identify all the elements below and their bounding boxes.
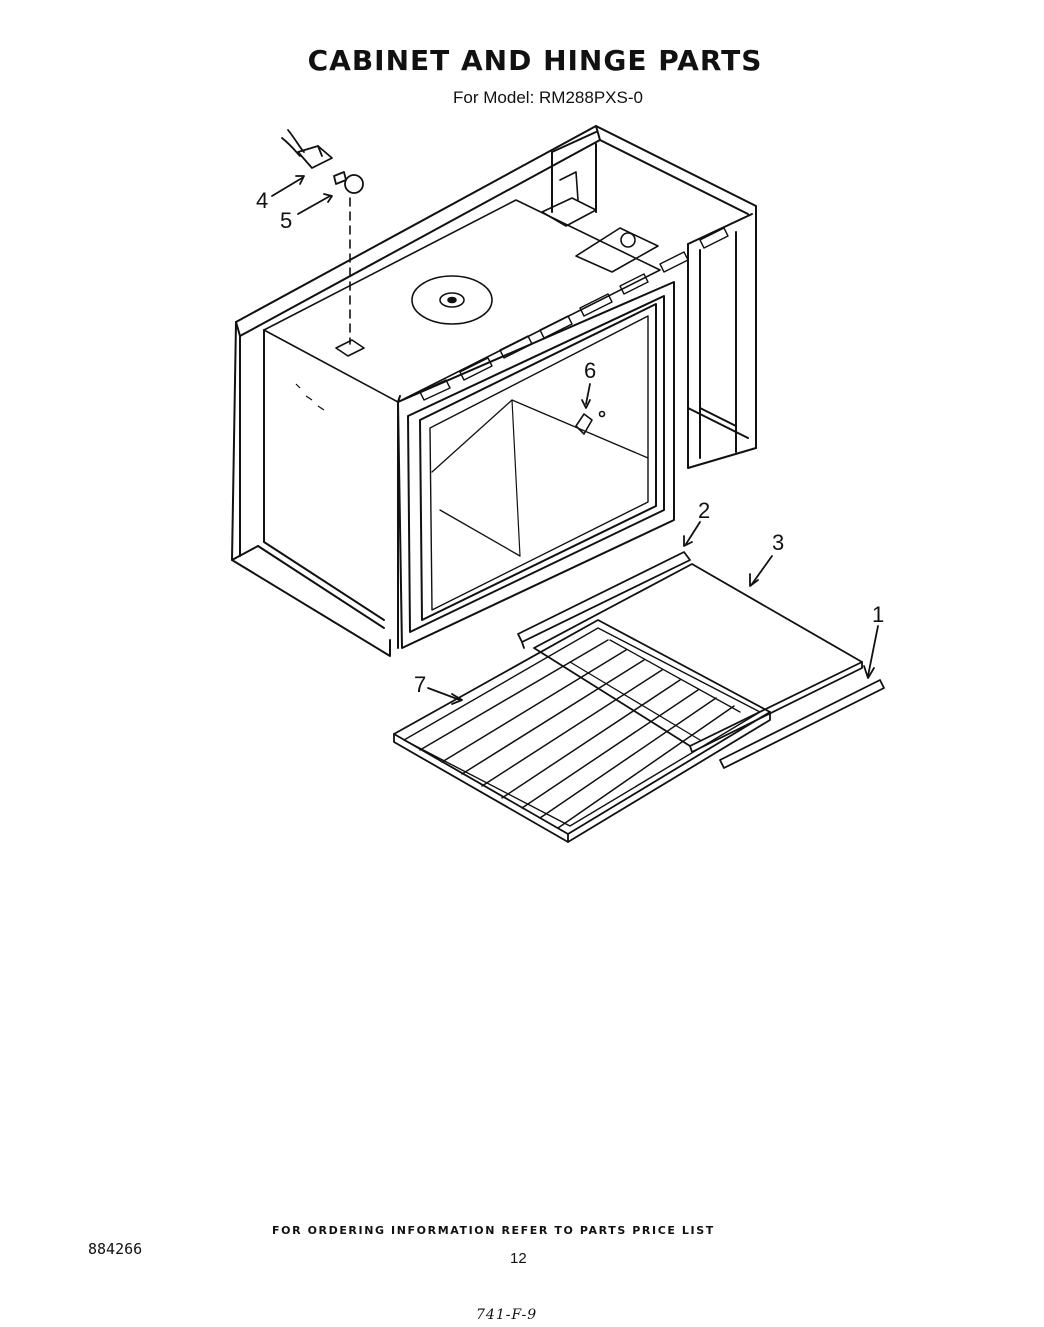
lamp-bulb-part-5 <box>333 171 364 194</box>
page-title: CABINET AND HINGE PARTS <box>307 44 763 77</box>
ordering-note: FOR ORDERING INFORMATION REFER TO PARTS … <box>272 1224 715 1237</box>
model-subtitle: For Model: RM288PXS-0 <box>453 88 643 107</box>
top-fixture <box>541 171 659 273</box>
stirrer-disc <box>411 275 493 325</box>
callout-4: 4 <box>256 188 268 213</box>
cabinet-outer-shell <box>231 125 757 657</box>
document-number: 884266 <box>88 1240 143 1258</box>
lamp-socket-part-4 <box>281 129 333 169</box>
callout-7: 7 <box>414 672 426 697</box>
shelf-panel-part-3 <box>533 563 863 753</box>
callout-1: 1 <box>872 602 884 627</box>
side-panel-markings <box>295 383 325 411</box>
handwritten-code: 741-F-9 <box>476 1307 538 1323</box>
callout-5: 5 <box>280 208 292 233</box>
front-frame <box>397 227 729 649</box>
callout-6: 6 <box>584 358 596 383</box>
oven-rack-part-7 <box>393 619 771 843</box>
callout-leaders <box>271 175 879 705</box>
page-number: 12 <box>510 1250 527 1267</box>
callout-2: 2 <box>698 498 710 523</box>
light-socket-slot <box>335 339 365 357</box>
left-rail-part-2 <box>517 551 691 649</box>
callout-3: 3 <box>772 530 784 555</box>
hinge-clip-part-6 <box>575 410 606 435</box>
right-rail-part-1 <box>719 679 885 769</box>
